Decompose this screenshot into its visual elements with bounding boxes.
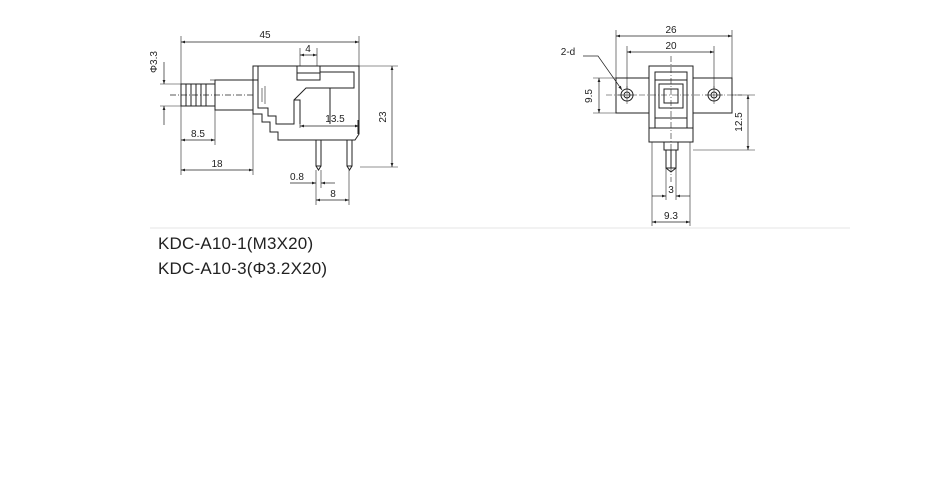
side-view-dim-labels: 45 4 13.5 23 8.5 18 Φ3.3 0.8 8	[149, 30, 389, 200]
front-center-lines	[606, 56, 742, 182]
dim-pin-pitch: 8	[330, 189, 336, 200]
terminal-pins	[315, 139, 353, 171]
dim-holes: 2-d	[561, 47, 575, 58]
front-view	[583, 30, 755, 226]
dim-hole-height: 9.5	[584, 89, 595, 103]
dim-hole-pitch: 20	[665, 41, 677, 52]
dim-top-gap: 4	[305, 44, 311, 55]
dim-shaft-length: 8.5	[191, 129, 205, 140]
side-view	[160, 36, 398, 205]
dim-pin-thickness: 0.8	[290, 172, 304, 183]
dimension-lines	[162, 40, 394, 202]
dim-overall-width: 26	[665, 25, 677, 36]
front-view-dim-labels: 26 20 2-d 9.5 12.5 3 9.3	[561, 25, 745, 222]
dim-inner-depth: 13.5	[325, 114, 345, 125]
dim-height: 23	[378, 111, 389, 123]
front-extension-lines	[593, 30, 755, 226]
model-label-1: KDC-A10-1(M3X20)	[158, 234, 314, 253]
dim-shaft-diameter: Φ3.3	[149, 51, 160, 73]
front-dimension-lines	[583, 34, 750, 224]
dim-lower-height: 12.5	[734, 112, 745, 132]
model-label-2: KDC-A10-3(Φ3.2X20)	[158, 259, 328, 278]
dim-pin-width: 3	[668, 185, 674, 196]
dim-base-width: 9.3	[664, 211, 678, 222]
dim-total-length: 45	[259, 30, 271, 41]
switch-body	[252, 65, 360, 141]
dim-front-length: 18	[211, 159, 223, 170]
extension-lines	[160, 36, 398, 205]
